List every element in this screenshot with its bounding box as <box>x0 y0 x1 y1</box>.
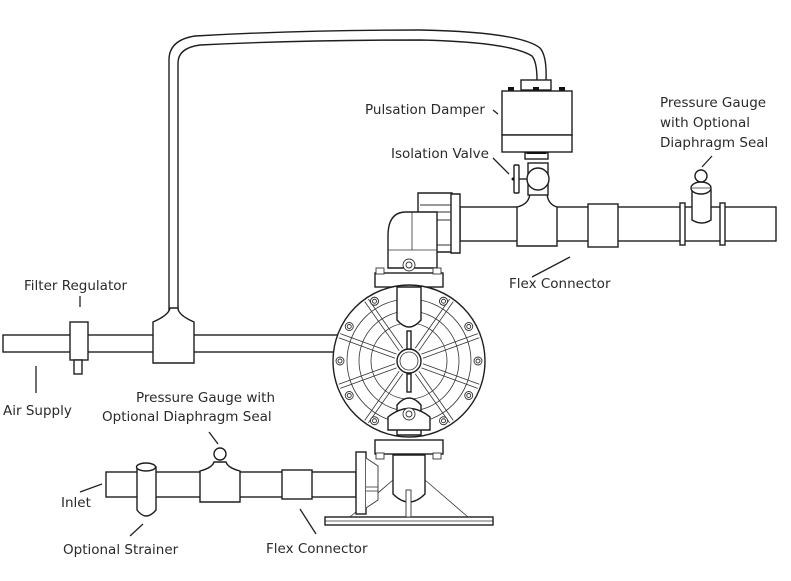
label-pulsation-damper: Pulsation Damper <box>365 102 485 118</box>
label-air-supply: Air Supply <box>3 403 72 419</box>
leader-lines <box>35 109 713 537</box>
bolt-hole <box>346 393 352 398</box>
label-optional-strainer: Optional Strainer <box>63 542 179 558</box>
label-pressure-gauge-discharge-line3: Diaphragm Seal <box>660 135 768 151</box>
inlet-flex-connector <box>281 469 313 500</box>
pump-rib <box>418 301 454 352</box>
bolt-hole <box>346 324 352 329</box>
pump-bolts <box>335 296 483 426</box>
label-pressure-gauge-discharge-line1: Pressure Gauge <box>660 95 766 111</box>
pump-rib <box>421 367 478 389</box>
bolt-hole <box>466 324 472 329</box>
label-isolation-valve: Isolation Valve <box>391 146 489 162</box>
inlet-pressure-gauge <box>199 447 241 503</box>
air-manifold-tee <box>152 307 195 364</box>
pump-ribs <box>338 298 480 424</box>
filter-regulator <box>69 321 89 375</box>
pump-rib <box>414 373 450 424</box>
discharge-manifold <box>374 192 461 288</box>
inlet-manifold <box>374 407 444 503</box>
pulsation-damper <box>501 79 573 160</box>
bolt-hole <box>441 298 446 304</box>
pump-rib <box>421 333 478 355</box>
damper-air-hose <box>168 29 547 322</box>
isolation-valve <box>511 162 558 247</box>
label-flex-connector-discharge: Flex Connector <box>509 276 611 292</box>
bolt-hole <box>337 358 343 364</box>
bolt-hole <box>441 418 446 424</box>
pump-rib <box>368 298 404 349</box>
bolt-hole <box>372 298 377 304</box>
discharge-flex-connector <box>587 203 619 248</box>
pump-rib <box>338 337 396 359</box>
pump-rib <box>422 337 480 359</box>
pump-rib <box>338 363 396 385</box>
pump-rib <box>422 363 480 385</box>
pump-rib <box>340 333 397 355</box>
pump-rib <box>414 298 450 349</box>
bolt-hole <box>372 418 377 424</box>
pump-rib <box>418 370 454 421</box>
inlet-strainer <box>135 462 157 517</box>
label-inlet: Inlet <box>61 495 91 511</box>
label-pressure-gauge-inlet-line1: Pressure Gauge with <box>136 390 275 406</box>
discharge-pressure-gauge <box>679 169 726 246</box>
pump-rib <box>340 367 397 389</box>
bolt-hole <box>475 358 481 364</box>
label-filter-regulator: Filter Regulator <box>24 278 128 294</box>
pump-rib <box>368 373 404 424</box>
bolt-hole <box>466 393 472 398</box>
label-pressure-gauge-inlet-line2: Optional Diaphragm Seal <box>102 409 272 425</box>
pump-rib <box>364 370 400 421</box>
pump-body <box>332 284 486 438</box>
pump-rib <box>364 301 400 352</box>
label-pressure-gauge-discharge-line2: with Optional <box>660 115 750 131</box>
pump-base <box>324 479 494 526</box>
label-flex-connector-inlet: Flex Connector <box>266 541 368 557</box>
